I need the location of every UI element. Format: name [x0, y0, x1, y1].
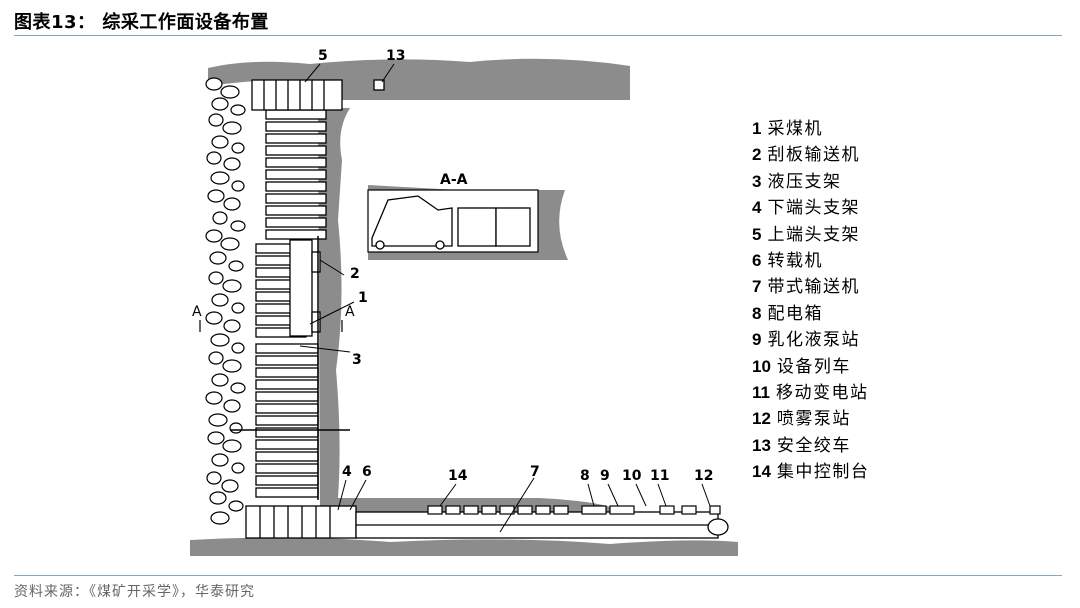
- shearer: [289, 239, 321, 337]
- callout-6: 6: [362, 464, 372, 480]
- callout-13: 13: [386, 48, 405, 64]
- section-a-a-inset: A-A: [367, 172, 568, 260]
- lower-roadway-equipment: [245, 505, 729, 539]
- callout-9: 9: [600, 468, 610, 484]
- lower-roadway-rock: [190, 537, 738, 556]
- callout-7: 7: [530, 464, 540, 480]
- callout-11: 11: [650, 468, 669, 484]
- safety-winch: [373, 79, 385, 91]
- callout-14: 14: [448, 468, 468, 484]
- gob-caved-rock: [205, 77, 246, 525]
- section-marker-left: A: [192, 304, 202, 320]
- callout-5: 5: [318, 48, 328, 64]
- longwall-layout-diagram: A-A A A 5 13 2 1 3 4 6 14 7 8 9 10 11 12: [190, 48, 738, 556]
- callout-8: 8: [580, 468, 590, 484]
- section-marker-right: A: [345, 304, 355, 320]
- upper-roadway-rock: [208, 58, 630, 100]
- hydraulic-supports: [255, 109, 327, 498]
- equipment-train: [427, 505, 721, 515]
- callout-4: 4: [342, 464, 352, 480]
- source-note: 资料来源：《煤矿开采学》，华泰研究: [14, 584, 255, 600]
- leader-lines: [299, 63, 711, 533]
- callout-3: 3: [352, 352, 362, 368]
- callout-1: 1: [358, 290, 368, 306]
- figure-title: 图表13： 综采工作面设备布置: [14, 12, 269, 33]
- source-rule: [14, 575, 1062, 576]
- callout-2: 2: [350, 266, 360, 282]
- section-a-a-label: A-A: [440, 172, 468, 188]
- title-rule: [14, 35, 1062, 36]
- upper-end-supports: [251, 79, 343, 111]
- coal-face-rock: [318, 108, 620, 512]
- callout-10: 10: [622, 468, 642, 484]
- callout-12: 12: [694, 468, 713, 484]
